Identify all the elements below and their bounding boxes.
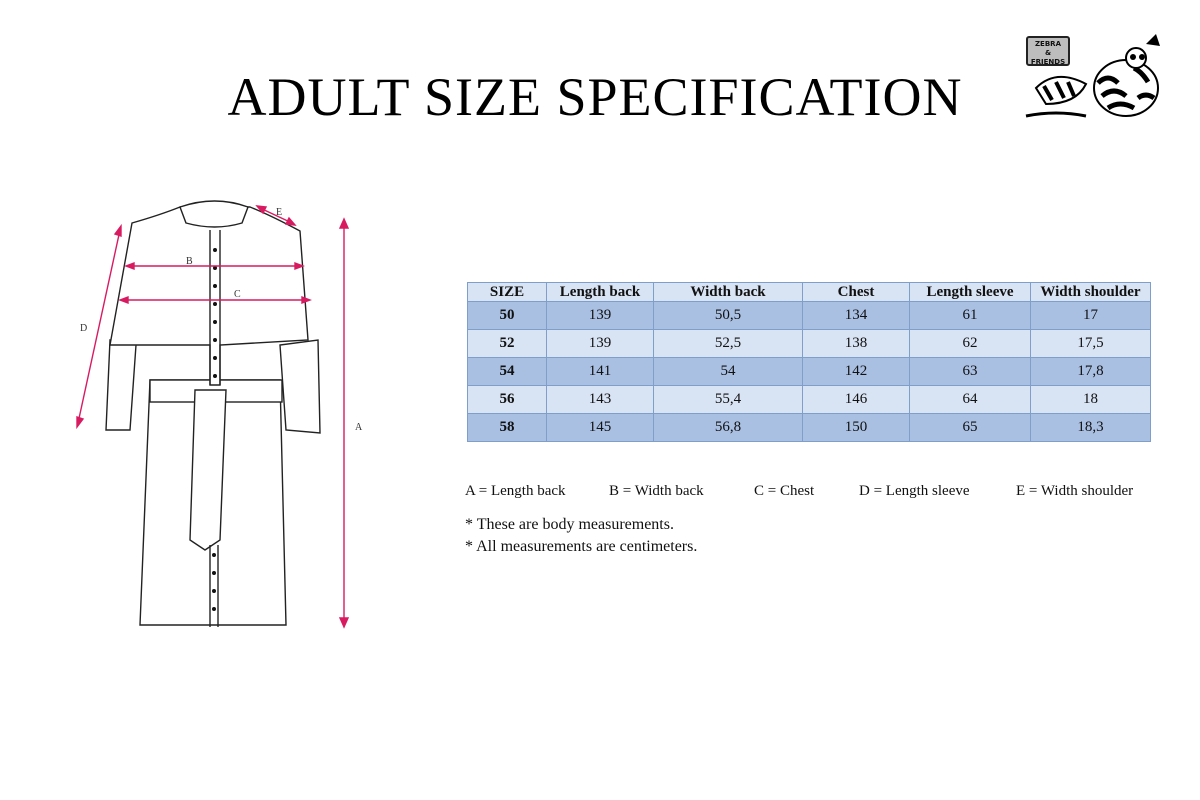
- cell-length-back: 139: [546, 329, 654, 358]
- page-title: ADULT SIZE SPECIFICATION: [227, 67, 963, 127]
- note-body-measurements: * These are body measurements.: [465, 516, 674, 533]
- cell-chest: 138: [802, 329, 910, 358]
- legend-item-d: D = Length sleeve: [859, 483, 970, 499]
- cell-length-sleeve: 65: [909, 413, 1031, 442]
- cell-length-back: 143: [546, 385, 654, 414]
- zebra-friends-logo: ZEBRA & FRIENDS: [1016, 28, 1166, 128]
- header-chest: Chest: [802, 282, 910, 302]
- table-header-row: SIZE Length back Width back Chest Length…: [467, 282, 1151, 302]
- cell-width-shoulder: 17,8: [1030, 357, 1151, 386]
- table-row: 58 145 56,8 150 65 18,3: [467, 413, 1151, 442]
- cell-width-back: 50,5: [653, 301, 803, 330]
- cell-length-sleeve: 64: [909, 385, 1031, 414]
- table-row: 56 143 55,4 146 64 18: [467, 385, 1151, 414]
- cell-length-sleeve: 61: [909, 301, 1031, 330]
- cell-length-back: 141: [546, 357, 654, 386]
- header-length-sleeve: Length sleeve: [909, 282, 1031, 302]
- cassock-outline: [105, 200, 321, 627]
- header-width-shoulder: Width shoulder: [1030, 282, 1151, 302]
- size-table: SIZE Length back Width back Chest Length…: [467, 282, 1151, 442]
- logo-text-zebra: ZEBRA: [1034, 40, 1061, 48]
- header-length-back: Length back: [546, 282, 654, 302]
- dimension-label-e: E: [276, 207, 282, 218]
- notes: * These are body measurements. * All mea…: [465, 514, 697, 558]
- cell-size: 52: [467, 329, 547, 358]
- cell-size: 54: [467, 357, 547, 386]
- cell-length-sleeve: 62: [909, 329, 1031, 358]
- garment-diagram: B C D A E: [76, 200, 363, 629]
- cell-chest: 146: [802, 385, 910, 414]
- cell-chest: 134: [802, 301, 910, 330]
- buttons: [212, 248, 217, 611]
- cell-length-back: 139: [546, 301, 654, 330]
- cell-width-shoulder: 18,3: [1030, 413, 1151, 442]
- header-size: SIZE: [467, 282, 547, 302]
- cell-chest: 150: [802, 413, 910, 442]
- cell-width-shoulder: 17: [1030, 301, 1151, 330]
- cell-size: 56: [467, 385, 547, 414]
- legend-item-c: C = Chest: [754, 483, 815, 499]
- logo-badge: ZEBRA & FRIENDS: [1026, 36, 1070, 66]
- cell-length-sleeve: 63: [909, 357, 1031, 386]
- table-row: 54 141 54 142 63 17,8: [467, 357, 1151, 386]
- legend-item-b: B = Width back: [609, 483, 704, 499]
- header-width-back: Width back: [653, 282, 803, 302]
- cell-width-back: 52,5: [653, 329, 803, 358]
- measurement-legend: A = Length back B = Width back C = Chest…: [465, 483, 1165, 503]
- note-centimeters: * All measurements are centimeters.: [465, 538, 698, 555]
- cell-width-back: 56,8: [653, 413, 803, 442]
- dimension-label-c: C: [234, 289, 241, 300]
- cell-chest: 142: [802, 357, 910, 386]
- cell-size: 50: [467, 301, 547, 330]
- dimension-label-a: A: [355, 422, 363, 433]
- logo-text-friends: FRIENDS: [1030, 58, 1066, 66]
- legend-item-a: A = Length back: [465, 483, 566, 499]
- table-row: 52 139 52,5 138 62 17,5: [467, 329, 1151, 358]
- cell-width-back: 54: [653, 357, 803, 386]
- cell-width-shoulder: 17,5: [1030, 329, 1151, 358]
- dimension-label-d: D: [80, 323, 87, 334]
- cell-size: 58: [467, 413, 547, 442]
- cell-width-back: 55,4: [653, 385, 803, 414]
- table-row: 50 139 50,5 134 61 17: [467, 301, 1151, 330]
- cell-width-shoulder: 18: [1030, 385, 1151, 414]
- dimension-label-b: B: [186, 256, 193, 267]
- logo-text-amp: &: [1044, 49, 1052, 57]
- cell-length-back: 145: [546, 413, 654, 442]
- legend-item-e: E = Width shoulder: [1016, 483, 1134, 499]
- dimension-lines: [76, 205, 350, 629]
